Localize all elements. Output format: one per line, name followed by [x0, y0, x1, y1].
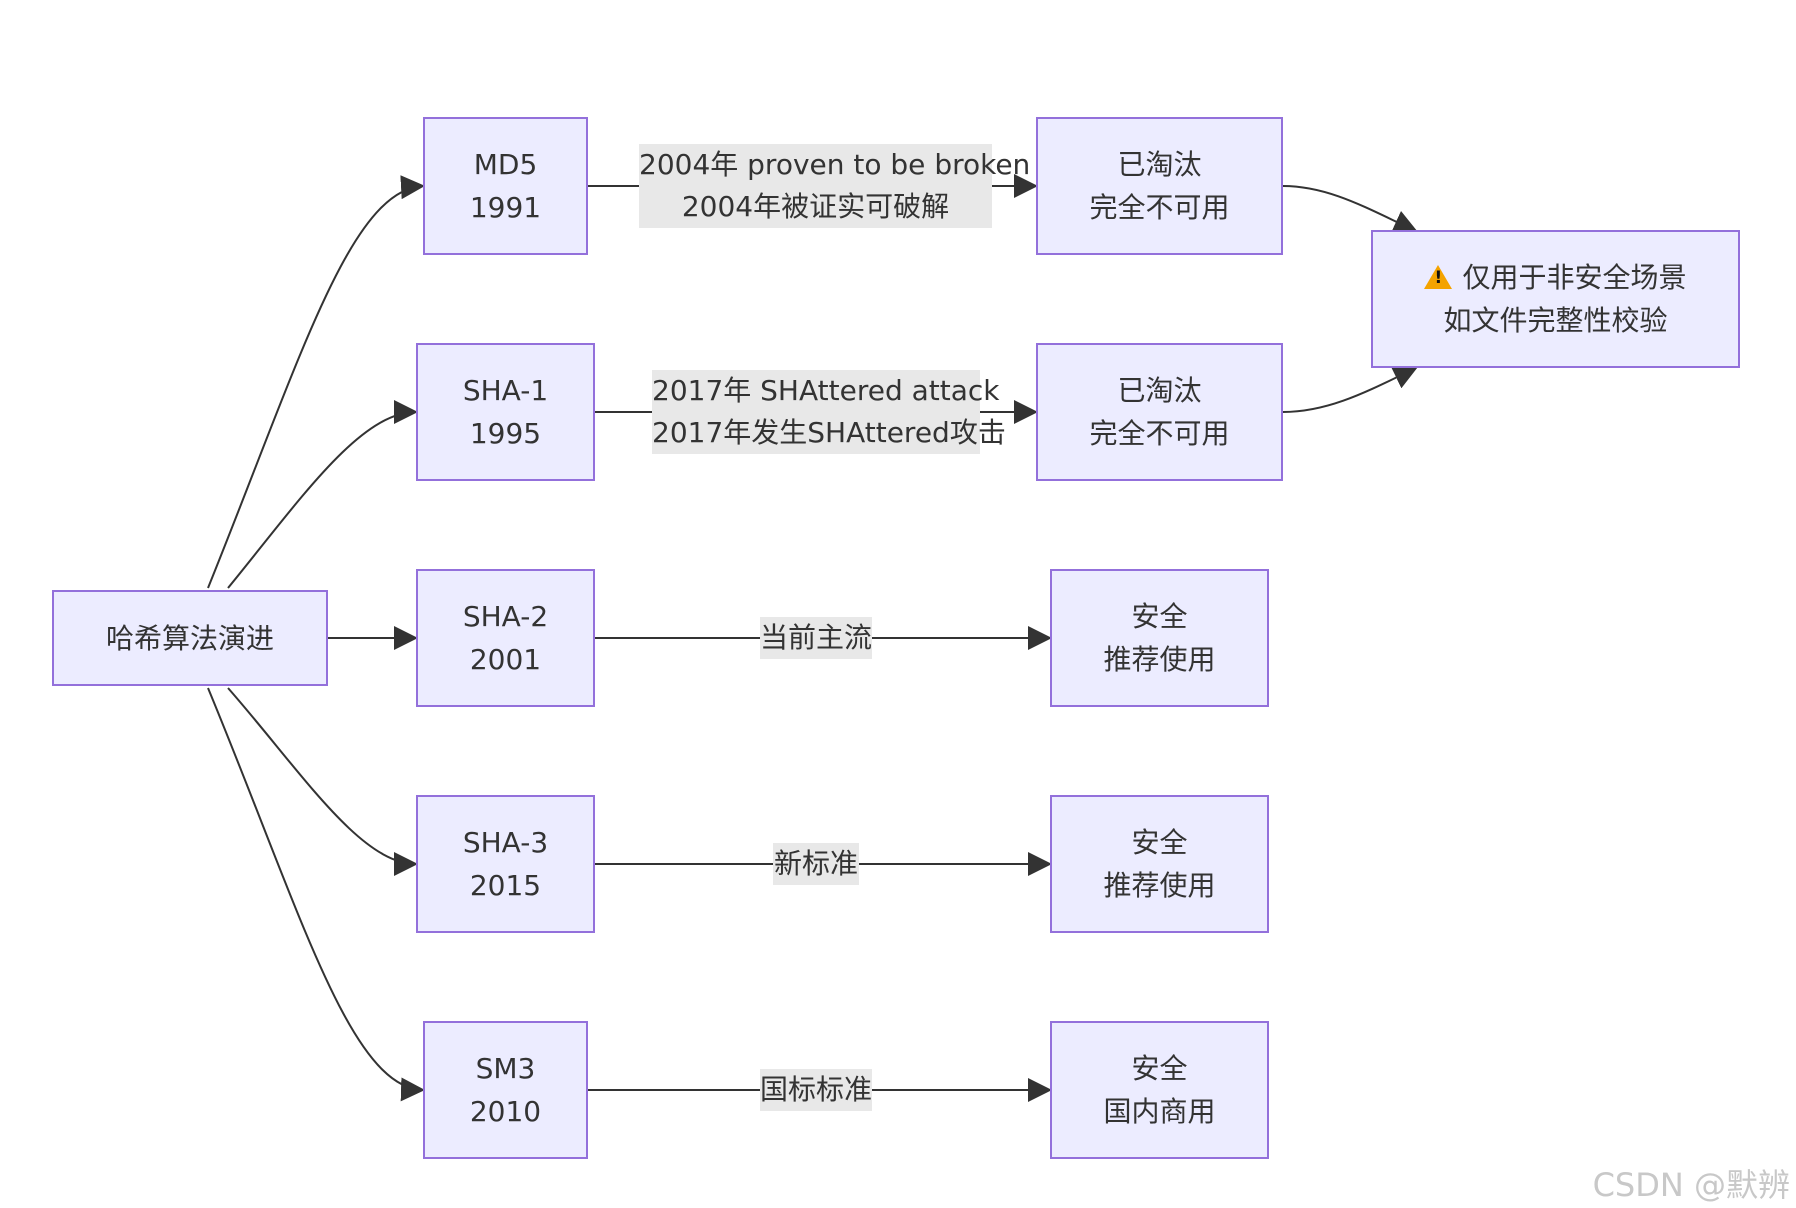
edge-sha1status-note	[1282, 366, 1418, 413]
node-sm3-year: 2010	[469, 1095, 542, 1128]
node-sha2-year: 2001	[469, 643, 542, 676]
edge-label-sha2: 当前主流	[760, 617, 872, 659]
node-sm3-name: SM3	[475, 1052, 536, 1085]
node-sha1[interactable]: SHA-1 1995	[416, 343, 595, 481]
edge-md5status-note	[1282, 185, 1418, 233]
edge-root-sm3	[207, 687, 425, 1102]
edge-root-sha1	[227, 400, 418, 589]
node-sha2-status-line2: 推荐使用	[1103, 643, 1216, 676]
node-root-label: 哈希算法演进	[105, 621, 274, 655]
node-sha3-status-line1: 安全	[1131, 826, 1188, 859]
node-sha2-status[interactable]: 安全 推荐使用	[1050, 569, 1269, 707]
edge-label-sm3-text: 国标标准	[760, 1073, 873, 1106]
node-md5[interactable]: MD5 1991	[423, 117, 588, 255]
node-md5-name: MD5	[473, 148, 538, 181]
edge-label-sha1: 2017年 SHAttered attack 2017年发生SHAttered攻…	[652, 370, 1006, 454]
node-root[interactable]: 哈希算法演进	[52, 590, 328, 686]
node-md5-status-line2: 完全不可用	[1089, 191, 1230, 224]
node-sha2[interactable]: SHA-2 2001	[416, 569, 595, 707]
node-sm3[interactable]: SM3 2010	[423, 1021, 588, 1159]
node-sha3-year: 2015	[469, 869, 542, 902]
edge-label-sha1-line2: 2017年发生SHAttered攻击	[652, 416, 1006, 449]
edge-label-sm3: 国标标准	[760, 1069, 872, 1111]
edge-label-md5: 2004年 proven to be broken 2004年被证实可破解	[639, 144, 1031, 228]
node-sha3[interactable]: SHA-3 2015	[416, 795, 595, 933]
node-sha3-name: SHA-3	[462, 826, 549, 859]
edge-label-md5-line2: 2004年被证实可破解	[681, 190, 950, 223]
node-md5-year: 1991	[469, 191, 542, 224]
node-sha1-name: SHA-1	[462, 374, 549, 407]
edge-root-md5	[207, 175, 425, 589]
edge-label-sha3: 新标准	[773, 843, 859, 885]
edge-label-md5-line1: 2004年 proven to be broken	[639, 148, 1031, 181]
node-sha1-status-line2: 完全不可用	[1089, 417, 1230, 450]
node-md5-status-line1: 已淘汰	[1117, 148, 1202, 181]
node-note[interactable]: 仅用于非安全场景 如文件完整性校验	[1371, 230, 1740, 368]
node-sha3-status[interactable]: 安全 推荐使用	[1050, 795, 1269, 933]
node-note-line1: 仅用于非安全场景	[1462, 261, 1687, 294]
warning-icon	[1424, 265, 1453, 289]
node-note-line2: 如文件完整性校验	[1443, 304, 1668, 337]
edge-label-sha2-text: 当前主流	[760, 621, 873, 654]
node-sm3-status[interactable]: 安全 国内商用	[1050, 1021, 1269, 1159]
edge-label-sha1-line1: 2017年 SHAttered attack	[652, 374, 1000, 407]
node-md5-status[interactable]: 已淘汰 完全不可用	[1036, 117, 1283, 255]
node-sha2-name: SHA-2	[462, 600, 549, 633]
node-sha1-year: 1995	[469, 417, 542, 450]
edge-label-sha3-text: 新标准	[773, 847, 858, 880]
node-sha1-status[interactable]: 已淘汰 完全不可用	[1036, 343, 1283, 481]
node-note-line1-wrap: 仅用于非安全场景	[1424, 256, 1687, 299]
node-sm3-status-line1: 安全	[1131, 1052, 1188, 1085]
node-sha2-status-line1: 安全	[1131, 600, 1188, 633]
edge-root-sha3	[227, 687, 418, 876]
node-sha1-status-line1: 已淘汰	[1117, 374, 1202, 407]
watermark: CSDN @默辨	[1592, 1166, 1790, 1204]
node-sm3-status-line2: 国内商用	[1103, 1095, 1216, 1128]
node-sha3-status-line2: 推荐使用	[1103, 869, 1216, 902]
